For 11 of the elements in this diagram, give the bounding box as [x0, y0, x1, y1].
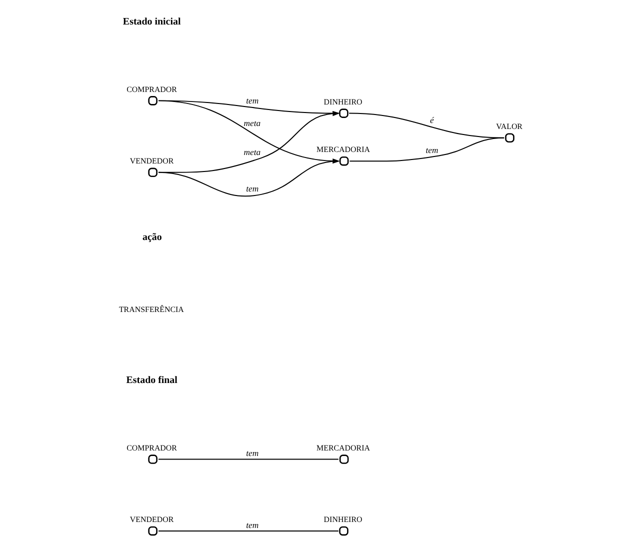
edge-label: é — [430, 114, 434, 125]
edge-label: tem — [246, 520, 259, 530]
edge-label: tem — [246, 96, 259, 106]
edge-label: tem — [246, 448, 259, 458]
label: ação — [142, 232, 162, 243]
edge-label: meta — [244, 146, 261, 157]
label: Estado inicial — [122, 16, 181, 28]
edge-label: meta — [244, 118, 261, 128]
label: Estado final — [126, 375, 178, 386]
edge-label: tem — [426, 144, 438, 155]
edge-label: tem — [246, 183, 259, 194]
